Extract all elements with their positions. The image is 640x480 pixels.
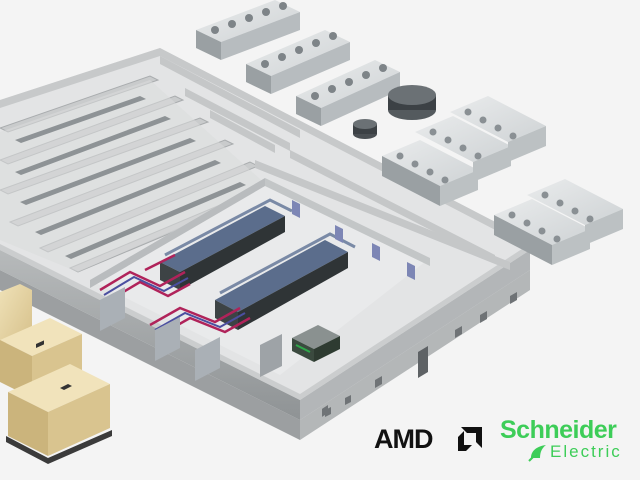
- chiller-fans: [211, 2, 387, 100]
- schneider-electric-logo: Schneider Electric: [500, 416, 632, 466]
- chillers-right-fans: [396, 108, 594, 243]
- water-tanks: [353, 85, 436, 139]
- amd-logo-text: AMD: [374, 424, 433, 454]
- amd-logo: AMD: [374, 424, 484, 454]
- generator-3: [6, 364, 112, 464]
- corridor-walls: [160, 56, 510, 270]
- power-cabinets: [100, 287, 282, 381]
- doors: [292, 200, 415, 280]
- schneider-logo-text: Schneider: [500, 416, 617, 444]
- cooling-unit: [292, 325, 340, 362]
- amd-arrow-icon: [458, 427, 482, 451]
- electric-logo-text: Electric: [550, 442, 622, 461]
- cooling-pipes-blue: [103, 275, 246, 331]
- left-wing-equipment: [15, 96, 246, 259]
- outer-windows: [322, 292, 517, 417]
- schneider-life-is-on-icon: [528, 445, 546, 462]
- rack-row-1: [160, 198, 293, 290]
- chillers-right: [382, 96, 623, 265]
